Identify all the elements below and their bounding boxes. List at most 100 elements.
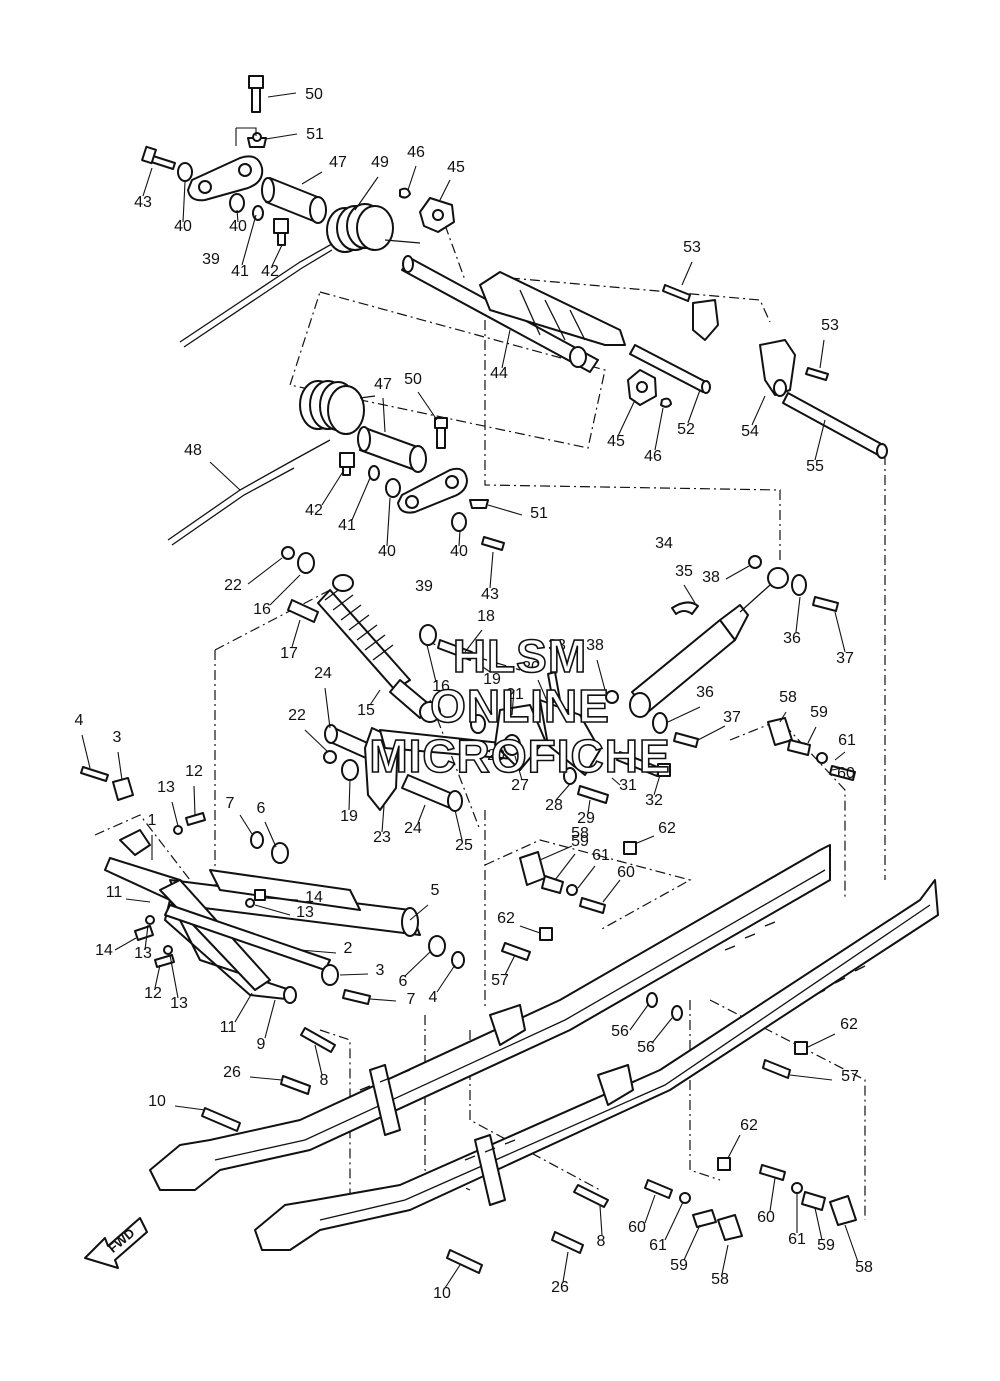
callout-number-12: 12 [144, 985, 162, 1002]
clip-46-lower [660, 397, 672, 408]
bolt-50-upper [248, 75, 264, 113]
ref-line-front-arm [94, 814, 191, 881]
bolt-43-lower [481, 536, 505, 551]
callout-leader-line [171, 801, 179, 827]
callout-leader-line [834, 751, 846, 761]
bolt-42-upper [273, 218, 289, 246]
callout-leader-line [831, 767, 843, 771]
rear-arm-bracket-54 [479, 271, 626, 346]
callout-number-28: 28 [545, 797, 563, 814]
callout-leader-line [514, 755, 523, 781]
cap-59-d [801, 1191, 826, 1211]
callout-leader-line [142, 167, 153, 197]
front-arm-upper-5 [209, 869, 361, 911]
callout-number-15: 15 [357, 702, 375, 719]
callout-leader-line [291, 619, 301, 648]
callout-leader-line [489, 551, 494, 589]
callout-leader-line [487, 504, 523, 516]
rail-hanger-right [597, 1064, 634, 1106]
nut-14-b [254, 889, 266, 901]
callout-leader-line [814, 419, 826, 461]
nut-22-a [281, 546, 295, 560]
washer-7-b [451, 951, 465, 969]
callout-number-42: 42 [305, 502, 323, 519]
callout-number-60: 60 [617, 864, 635, 881]
callout-leader-line [407, 165, 417, 191]
callout-leader-line [834, 611, 846, 653]
bolt-53-a [662, 284, 691, 302]
callout-number-6: 6 [399, 973, 408, 990]
shock-boot-35 [671, 601, 699, 615]
ref-line-mid-bracket [484, 839, 692, 931]
callout-leader-line [125, 898, 151, 903]
callout-number-60: 60 [837, 765, 855, 782]
callout-leader-line [667, 706, 701, 723]
callout-leader-line [725, 565, 750, 580]
watermark-line-2: ONLINE [430, 680, 610, 732]
callout-leader-line [844, 1224, 859, 1263]
bolt-8-b [573, 1184, 609, 1208]
fwd-direction-arrow: FWD [84, 1217, 148, 1269]
callout-number-61: 61 [838, 732, 856, 749]
callout-leader-line [464, 629, 483, 653]
callout-number-32: 32 [645, 792, 663, 809]
ref-line-rear-bracket [729, 719, 846, 900]
callout-leader-line [807, 1033, 836, 1048]
bolt-12-a [185, 812, 206, 826]
callout-number-39: 39 [415, 578, 433, 595]
callout-leader-line [339, 973, 369, 976]
callout-number-19: 19 [340, 808, 358, 825]
callout-number-8: 8 [597, 1233, 606, 1250]
callout-number-43: 43 [134, 194, 152, 211]
collar-upper [261, 177, 327, 224]
ref-line-shock-lower [419, 639, 521, 831]
ref-line-rear-right [689, 999, 866, 1220]
nut-62-b [539, 927, 553, 941]
callout-leader-line [247, 557, 283, 585]
callout-number-12: 12 [185, 763, 203, 780]
bushing-16-b [419, 624, 437, 646]
callout-leader-line [577, 865, 596, 889]
callout-leader-line [587, 799, 591, 814]
callout-leader-line [264, 999, 276, 1039]
callout-number-2: 2 [344, 940, 353, 957]
callout-leader-line [683, 1224, 701, 1261]
callout-number-16: 16 [253, 601, 271, 618]
cap-59-a [787, 739, 811, 756]
callout-number-37: 37 [836, 650, 854, 667]
torsion-spring-rod-upper-2 [183, 249, 333, 348]
callout-number-58: 58 [571, 825, 589, 842]
bolt-4-b [342, 989, 371, 1005]
washer-13-b [145, 915, 155, 925]
callout-leader-line [654, 407, 664, 451]
bolt-53-b [805, 367, 829, 381]
callout-number-56: 56 [611, 1023, 629, 1040]
callout-leader-line [382, 397, 386, 433]
nut-51-lower [469, 499, 489, 509]
callout-number-61: 61 [788, 1231, 806, 1248]
callout-number-40: 40 [450, 543, 468, 560]
callout-leader-line [636, 835, 655, 844]
callout-leader-line [554, 853, 576, 881]
callout-number-23: 23 [373, 829, 391, 846]
bolt-60-c [644, 1179, 673, 1199]
slide-rails [149, 844, 939, 1251]
callout-leader-line [351, 477, 371, 521]
callout-number-57: 57 [841, 1068, 859, 1085]
front-arm-assembly [80, 766, 465, 1005]
bolt-60-d [759, 1164, 786, 1181]
callout-leader-line [254, 904, 291, 916]
callout-leader-line [629, 1004, 649, 1031]
callout-number-52: 52 [677, 421, 695, 438]
plate-45-lower [627, 369, 657, 406]
callout-number-46: 46 [644, 448, 662, 465]
callout-leader-line [599, 1205, 603, 1236]
callout-number-22: 22 [288, 707, 306, 724]
callout-leader-line [269, 574, 301, 606]
callout-number-3: 3 [113, 729, 122, 746]
callout-leader-line [264, 821, 277, 848]
callout-leader-line [814, 1207, 823, 1241]
callout-number-26: 26 [551, 1279, 569, 1296]
callout-leader-line [154, 964, 161, 989]
